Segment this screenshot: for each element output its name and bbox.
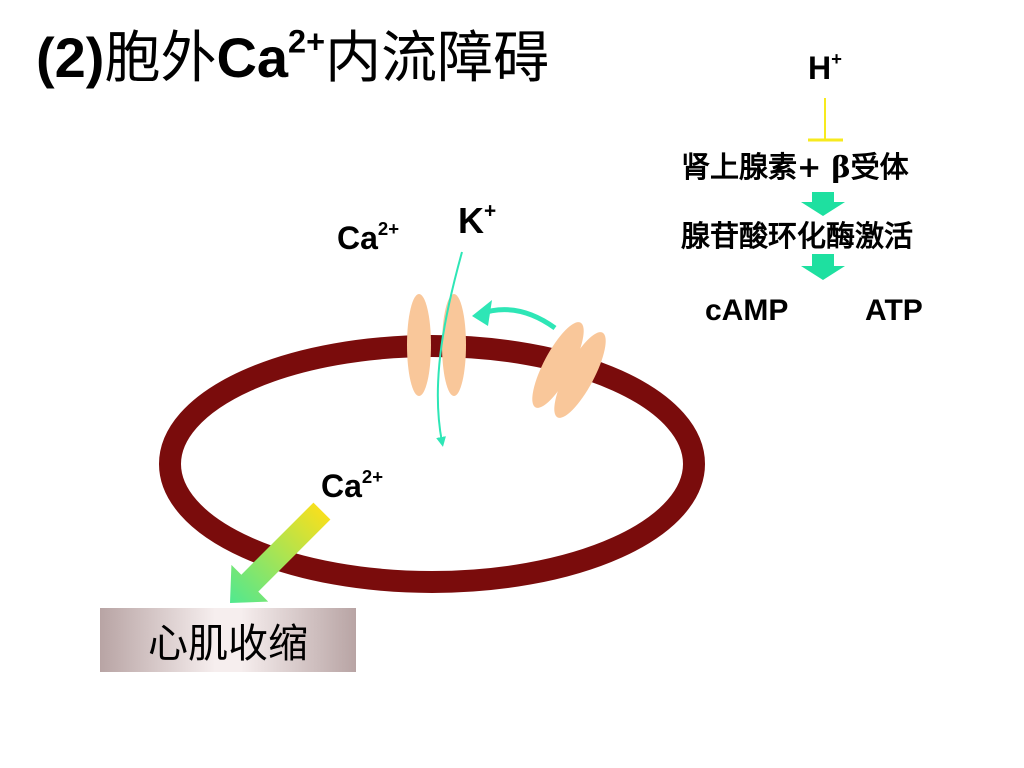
receptor-left (532, 322, 584, 408)
contraction-arrow (230, 502, 331, 603)
beta-symbol: β (831, 150, 851, 184)
label-hydrogen: H+ (808, 48, 842, 86)
pathway-step-cyclase: 腺苷酸环化酶激活 (681, 219, 914, 253)
calcium-influx-arrow (436, 251, 463, 447)
receptor-right (554, 332, 606, 418)
title-ion: Ca (216, 26, 289, 89)
slide-title: (2)胞外Ca2+内流障碍 (36, 25, 549, 87)
pathway-arrow-1 (801, 192, 845, 216)
label-calcium-outside: Ca2+ (337, 218, 400, 256)
title-text-1: 胞外 (104, 26, 217, 91)
label-potassium: K+ (458, 199, 497, 241)
result-box-label: 心肌收缩 (148, 621, 308, 667)
label-calcium-inside: Ca2+ (321, 466, 384, 504)
label-atp: ATP (865, 294, 923, 327)
result-box-myocardial-contraction: 心肌收缩 (100, 608, 356, 672)
title-prefix: (2) (36, 26, 105, 89)
cell-membrane (159, 335, 705, 593)
title-charge: 2+ (288, 23, 326, 60)
pathway-step-receptor: 肾上腺素+ β受体 (681, 150, 909, 184)
activation-arrow-head (472, 300, 492, 326)
activation-arrow (479, 307, 557, 331)
label-camp: cAMP (705, 294, 789, 327)
pathway-arrow-2 (801, 254, 845, 280)
title-text-2: 内流障碍 (325, 26, 550, 91)
calcium-channel-right (442, 294, 466, 396)
calcium-channel-left (407, 294, 431, 396)
